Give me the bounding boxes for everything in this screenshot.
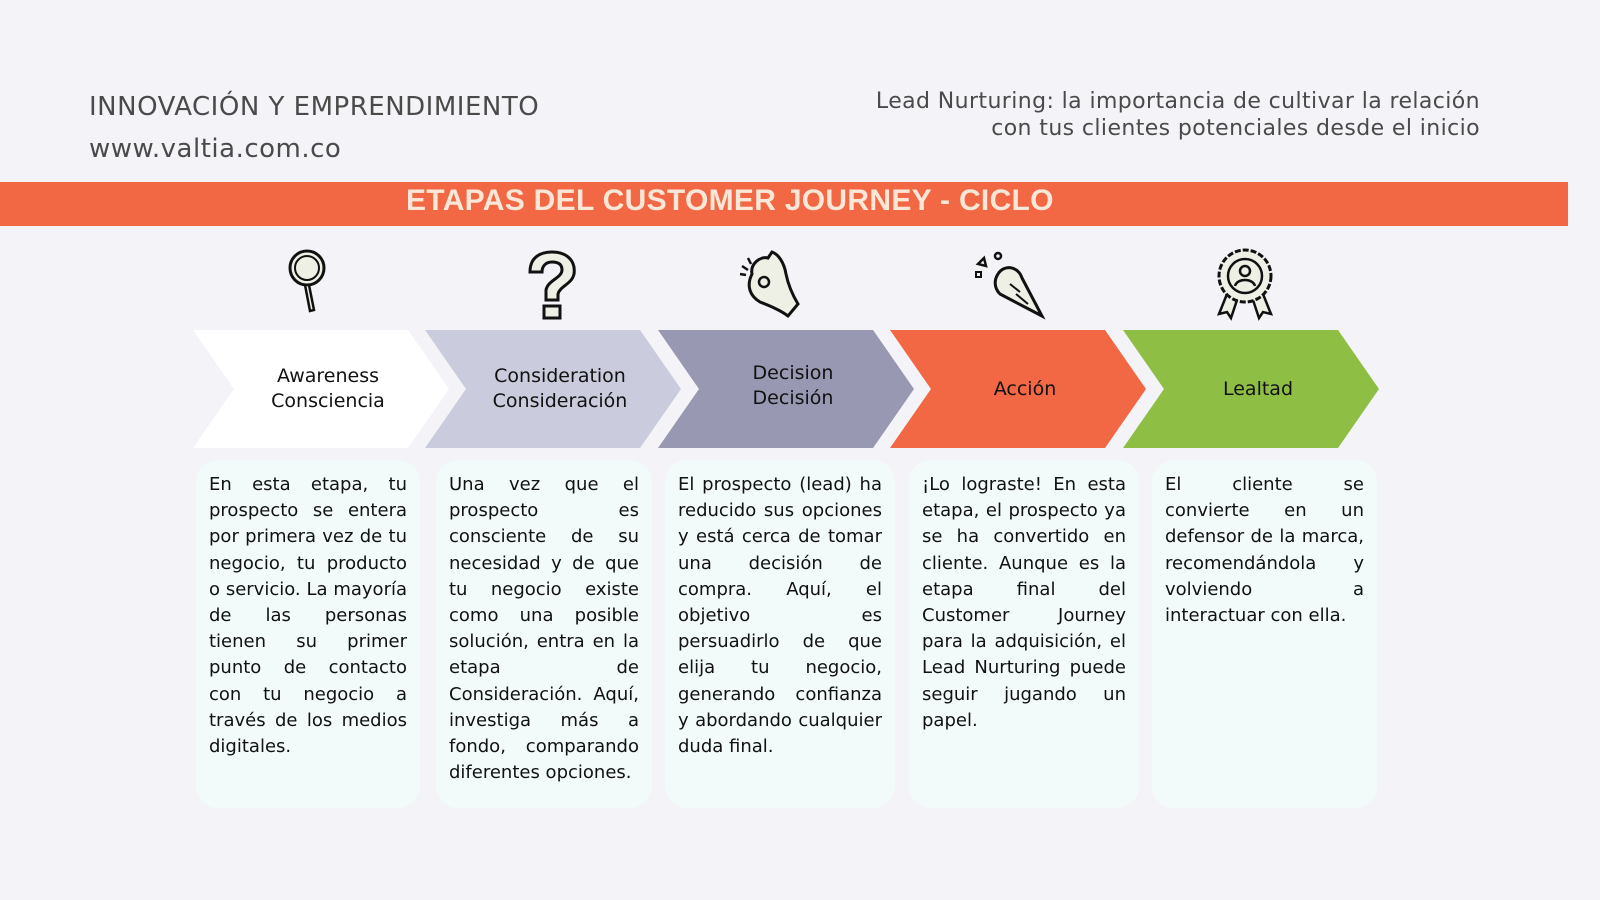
question-mark-icon bbox=[528, 250, 576, 320]
subtitle-line-1: Lead Nurturing: la importancia de cultiv… bbox=[875, 89, 1480, 114]
stage-description-card: ¡Lo lograste! En esta etapa, el prospect… bbox=[909, 460, 1139, 808]
stage-label: Acción bbox=[993, 377, 1057, 400]
subtitle-line-2: con tus clientes potenciales desde el in… bbox=[991, 116, 1480, 141]
stage-accion: Acción bbox=[890, 330, 1146, 448]
magnifier-icon bbox=[288, 249, 326, 313]
stage-label-en: Decision bbox=[752, 362, 834, 384]
stage-label: Lealtad bbox=[1222, 377, 1294, 400]
party-popper-icon bbox=[975, 251, 1046, 320]
website[interactable]: www.valtia.com.co bbox=[89, 134, 342, 164]
stage-description-card: Una vez que el prospecto es consciente d… bbox=[436, 460, 652, 808]
stage-label-es: Consciencia bbox=[271, 390, 385, 412]
stage-description-card: El prospecto (lead) ha reducido sus opci… bbox=[665, 460, 895, 808]
stage-label-en: Consideration bbox=[494, 365, 626, 387]
stage-label-es: Consideración bbox=[492, 390, 628, 412]
award-badge-icon bbox=[1216, 248, 1274, 321]
stage-lealtad: Lealtad bbox=[1123, 330, 1379, 448]
header-left: INNOVACIÓN Y EMPRENDIMIENTO www.valtia.c… bbox=[89, 86, 539, 170]
ok-hand-icon bbox=[739, 250, 800, 319]
header-right: Lead Nurturing: la importancia de cultiv… bbox=[876, 88, 1480, 142]
stage-label-en: Awareness bbox=[276, 365, 379, 387]
org-name: INNOVACIÓN Y EMPRENDIMIENTO bbox=[89, 92, 540, 122]
stage-description-card: El cliente se convierte en un defensor d… bbox=[1152, 460, 1377, 808]
banner-title: ETAPAS DEL CUSTOMER JOURNEY - CICLO bbox=[406, 184, 1054, 217]
title-banner: ETAPAS DEL CUSTOMER JOURNEY - CICLO bbox=[0, 182, 1568, 226]
stage-label-es: Decisión bbox=[752, 387, 834, 409]
stage-description-card: En esta etapa, tu prospecto se entera po… bbox=[196, 460, 420, 808]
